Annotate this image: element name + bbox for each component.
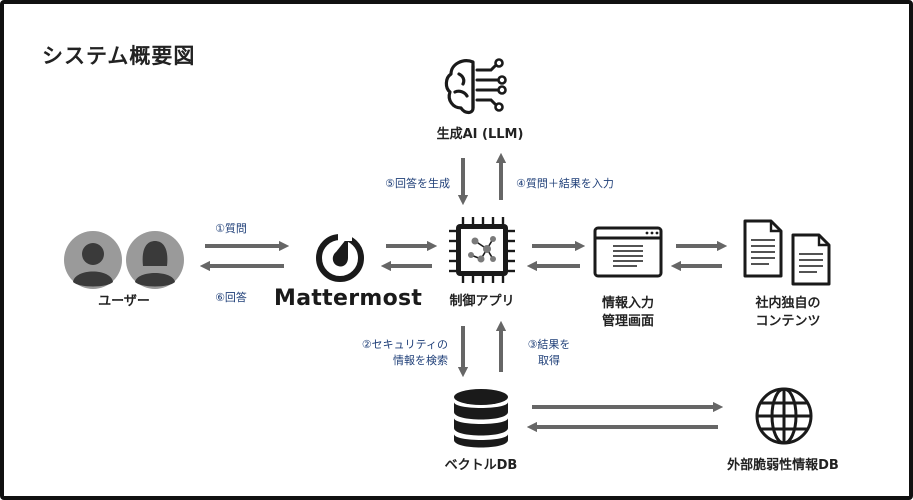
step-4-label: ④質問＋結果を入力 [516,177,614,190]
users-label: ユーザー [98,294,150,309]
step-1-label: ①質問 [215,222,247,235]
brain-icon [444,58,507,115]
llm-label: 生成AI (LLM) [436,127,524,142]
info-input-label-line2: 管理画面 [601,314,654,329]
step-3-label-line2: 取得 [538,354,560,367]
vuln-db-label: 外部脆弱性情報DB [727,458,839,473]
step-2-label-line2: 情報を検索 [393,354,448,367]
step-3-label-line1: ③結果を [527,338,571,351]
user-icon-female [126,231,184,289]
diagram-title: システム概要図 [42,44,196,68]
info-input-label-line1: 情報入力 [601,296,654,311]
contents-label-line1: 社内独自の [755,296,821,311]
vectordb-label: ベクトルDB [444,458,518,473]
mattermost-logo [316,232,364,282]
window-icon [593,226,663,278]
mattermost-label: Mattermost [274,286,423,311]
step-2-label-line1: ②セキュリティの [361,338,448,351]
chip-icon [449,217,515,283]
contents-label-line2: コンテンツ [755,314,821,329]
user-icon [64,231,122,289]
database-icon [454,389,508,448]
step-5-label: ⑤回答を生成 [385,177,450,190]
step-6-label: ⑥回答 [215,291,247,304]
globe-icon [755,387,813,445]
document-icon [743,219,831,286]
controller-label: 制御アプリ [449,294,515,309]
